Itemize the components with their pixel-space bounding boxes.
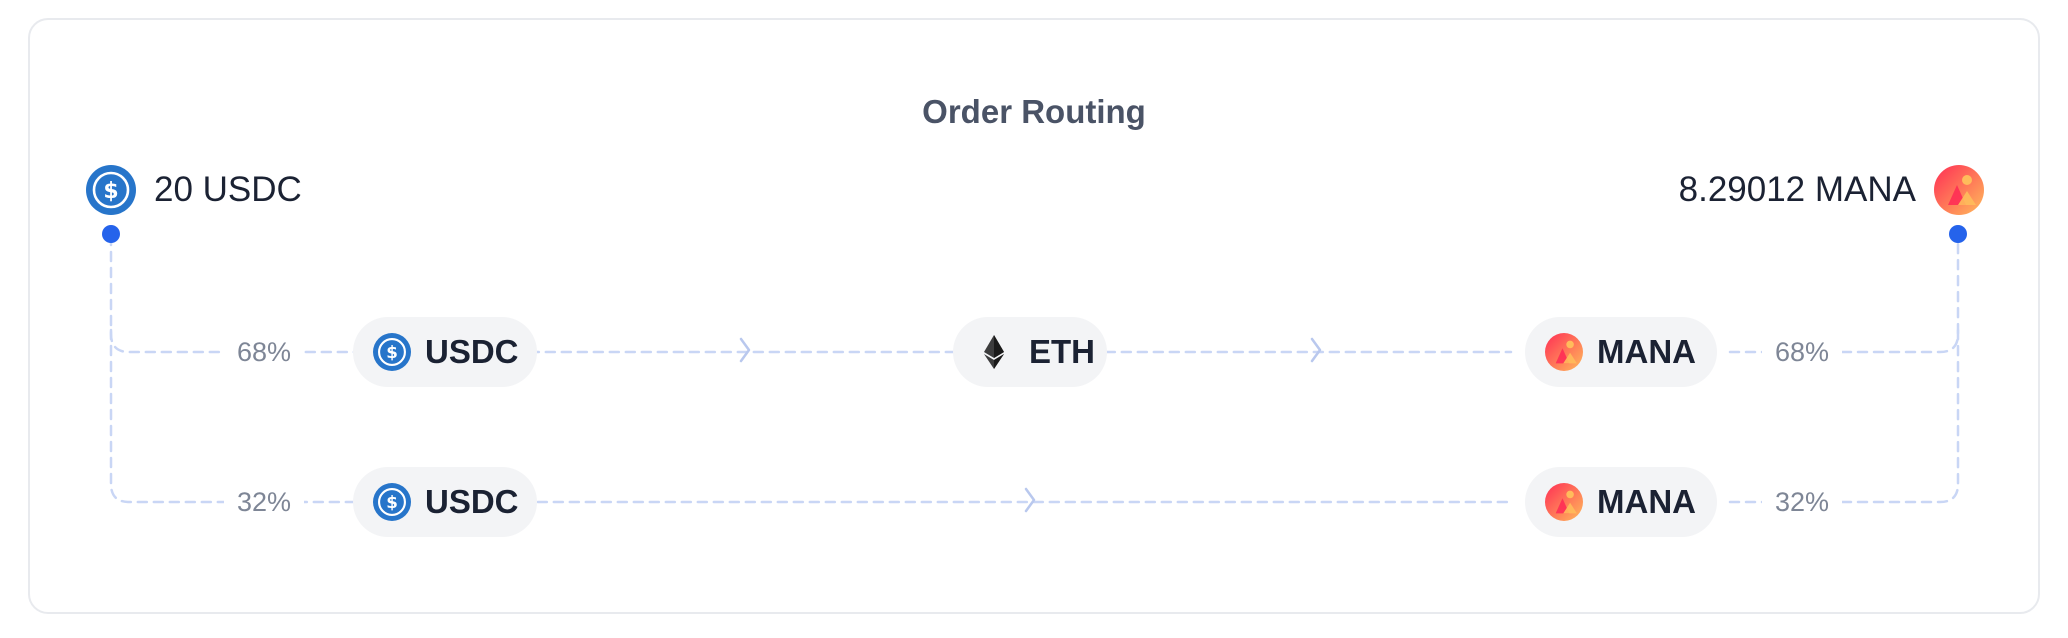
- source-branch-line-2: [109, 328, 1513, 504]
- destination-branch-line-2: [1728, 328, 1960, 504]
- destination-amount-label: 8.29012 MANA: [1678, 170, 1916, 209]
- route-2-share-out: 32%: [1762, 485, 1842, 519]
- destination-dot: [1949, 225, 1967, 243]
- source-amount-label: 20 USDC: [154, 170, 302, 209]
- route-2-chevron-1: [1024, 487, 1036, 513]
- mana-icon: [1934, 165, 1984, 215]
- eth-icon: [984, 335, 1004, 369]
- route-2-share-in: 32%: [224, 485, 304, 519]
- route-1-hop-mana-label: MANA: [1597, 333, 1696, 370]
- usdc-icon: $: [373, 333, 411, 371]
- route-1-chevron-1: [739, 337, 751, 363]
- destination-amount: 8.29012 MANA: [1679, 164, 1984, 216]
- route-2-hop-usdc-label: USDC: [425, 483, 519, 520]
- route-1-hop-eth-label: ETH: [1029, 333, 1095, 370]
- usdc-icon: $: [373, 483, 411, 521]
- page-title: Order Routing: [922, 93, 1146, 130]
- svg-text:$: $: [386, 342, 398, 362]
- route-1-share-in: 68%: [224, 335, 304, 369]
- route-1-hop-eth: ETH: [953, 317, 1107, 387]
- svg-text:$: $: [386, 492, 398, 512]
- svg-text:$: $: [103, 179, 118, 204]
- route-1-share-out: 68%: [1762, 335, 1842, 369]
- route-1-hop-mana: MANA: [1525, 317, 1717, 387]
- route-1-hop-usdc-label: USDC: [425, 333, 519, 370]
- source-dot: [102, 225, 120, 243]
- route-2-hop-mana-label: MANA: [1597, 483, 1696, 520]
- route-2-hop-usdc: $ USDC: [353, 467, 537, 537]
- route-1-chevron-2: [1310, 337, 1322, 363]
- source-trunk-line: [109, 234, 1513, 354]
- route-1-hop-usdc: $ USDC: [353, 317, 537, 387]
- source-amount: $ 20 USDC: [86, 164, 302, 216]
- mana-icon: [1545, 483, 1583, 521]
- usdc-icon: $: [86, 165, 136, 215]
- route-2-hop-mana: MANA: [1525, 467, 1717, 537]
- mana-icon: [1545, 333, 1583, 371]
